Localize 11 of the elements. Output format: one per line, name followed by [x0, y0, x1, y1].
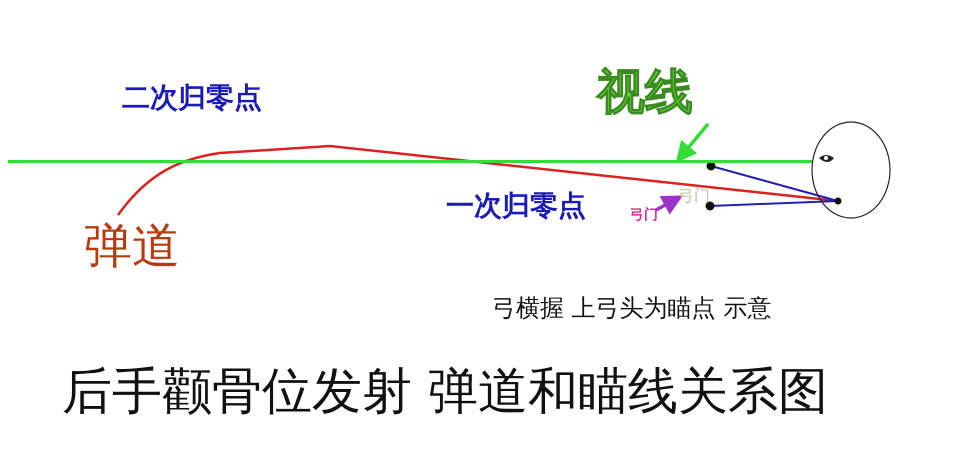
caption: 后手颧骨位发射 弹道和瞄线关系图 — [62, 366, 828, 416]
leader-arrow — [676, 122, 710, 163]
note-text: 弓横握 上弓头为瞄点 示意 — [492, 296, 772, 320]
gate-label: 弓门 — [678, 188, 710, 204]
sightline-label: 视线 — [597, 68, 693, 116]
sight-line — [8, 160, 812, 163]
leader-arrow — [655, 195, 684, 215]
trajectory-label: 弹道 — [84, 222, 180, 270]
zero-point-label: 二次归零点 — [122, 84, 262, 112]
gate-label: 弓门 — [630, 208, 658, 222]
zero-point-label: 一次归零点 — [446, 192, 586, 220]
